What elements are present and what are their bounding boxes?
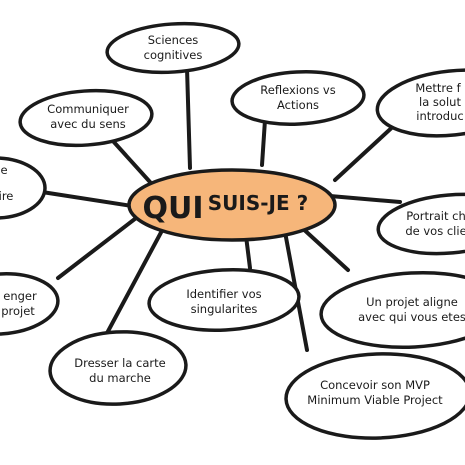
bubble-reflexions [230,70,366,126]
label-left-mid-1: enger [3,289,37,303]
connector-portrait [328,194,402,204]
label-concevoir-2: Minimum Viable Project [307,393,443,407]
bubble-mettre [375,68,465,138]
center-bubble [127,168,337,242]
label-mettre-3: introduc [416,109,463,123]
connector-projet-aligne [298,224,350,272]
label-reflexions-2: Actions [277,98,319,112]
bubble-left-top [0,156,47,220]
bubble-dresser [48,330,188,406]
connector-mettre [333,120,400,182]
label-portrait-1: Portrait ch [406,209,465,223]
label-portrait-2: de vos clie [405,224,465,238]
label-communiquer-2: avec du sens [50,117,126,131]
connector-reflexions [260,118,267,167]
label-mettre-2: la solut [419,95,461,109]
label-identifier-1: Identifier vos [186,287,261,301]
bubble-identifier [147,268,301,332]
label-dresser-1: Dresser la carte [74,356,165,370]
bubble-concevoir [284,352,465,440]
label-communiquer-1: Communiquer [47,102,129,116]
label-projet-aligne-1: Un projet aligne [366,295,458,309]
bubble-sciences [105,21,241,75]
connector-left-top [40,190,134,208]
label-concevoir-1: Concevoir son MVP [320,378,430,392]
bubble-left-mid [0,272,60,336]
bubble-communiquer [18,88,154,148]
connectors [40,66,402,352]
label-left-top-1: e [0,163,7,177]
label-identifier-2: singularites [191,302,258,316]
label-left-mid-2: projet [1,304,35,318]
label-sciences-2: cognitives [144,48,203,62]
label-projet-aligne-2: avec qui vous etes [358,310,465,324]
center-label-qui: QUI [142,191,203,226]
connector-sciences [185,66,192,170]
label-mettre-1: Mettre f [415,81,461,95]
label-dresser-2: du marche [89,371,151,385]
label-left-top-2: ire [0,189,13,203]
bubble-projet-aligne [319,270,465,350]
bubbles [0,21,465,440]
bubble-portrait [376,192,465,256]
label-sciences-1: Sciences [148,33,199,47]
center-label-suis-je: SUIS-JE ? [208,191,308,215]
connector-dresser [104,223,167,337]
label-reflexions-1: Reflexions vs [260,83,335,97]
connector-left-mid [56,213,142,280]
